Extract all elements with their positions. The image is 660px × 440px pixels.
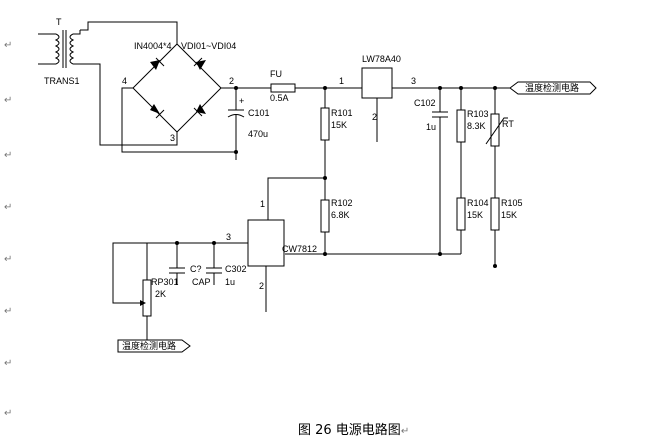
capacitor-c101: + C101 470u: [227, 88, 270, 160]
reg1-pin-2-label: 2: [372, 112, 377, 122]
paragraph-mark: ↵: [4, 40, 13, 51]
r104-ref-label: R104: [467, 198, 489, 208]
input-port-label: 温度检测电路: [122, 340, 176, 351]
resistor-r104: R104 15K: [456, 197, 489, 254]
transformer: T TRANS1: [38, 17, 81, 86]
resistor-r103: R103 8.3K: [456, 88, 489, 198]
thermistor-rt: RT: [485, 88, 514, 198]
r102-ref-label: R102: [331, 198, 353, 208]
c102-value-label: 1u: [426, 122, 436, 132]
reg2-pin-1-label: 1: [260, 199, 265, 209]
reg1-name-label: LW78A40: [362, 54, 401, 64]
c302-value-label: 1u: [225, 277, 235, 287]
paragraph-mark: ↵: [4, 358, 13, 369]
bridge-node-4-label: 4: [122, 76, 127, 86]
r102-value-label: 6.8K: [331, 210, 350, 220]
regulator-lw78a40: LW78A40 2: [361, 54, 401, 142]
potentiometer-rp301: RP301 2K: [140, 277, 179, 340]
rt-ref-label: RT: [502, 119, 514, 129]
c301-value-label: CAP: [192, 277, 211, 287]
c101-value-label: 470u: [248, 129, 268, 139]
bridge-rectifier: IN4004*4 VDI01~VDI04 4 2 3: [122, 41, 236, 143]
reg2-pin-2-label: 2: [259, 281, 264, 291]
bridge-node-3-label: 3: [170, 133, 175, 143]
r103-value-label: 8.3K: [467, 121, 486, 131]
output-port-label: 温度检测电路: [525, 82, 579, 93]
r103-ref-label: R103: [467, 109, 489, 119]
caption-paragraph-mark: ↵: [400, 426, 410, 437]
r101-value-label: 15K: [331, 120, 347, 130]
diode-refs-label: VDI01~VDI04: [181, 41, 236, 51]
bridge-node-2-label: 2: [229, 76, 234, 86]
regulator-cw7812: CW7812 1 3 2: [226, 199, 317, 312]
c301-ref-label: C?: [190, 264, 202, 274]
reg2-pin-3-label: 3: [226, 232, 231, 242]
capacitor-c102: C102 1u: [414, 88, 448, 254]
capacitor-c302: C302 1u: [206, 243, 247, 287]
transformer-ref-label: T: [56, 17, 62, 27]
c302-ref-label: C302: [225, 264, 247, 274]
transformer-name-label: TRANS1: [44, 76, 80, 86]
capacitor-c301: C? CAP: [169, 243, 211, 287]
r104-value-label: 15K: [467, 210, 483, 220]
paragraph-mark: ↵: [4, 408, 13, 419]
resistor-r105: R105 15K: [490, 197, 523, 266]
fuse-fu: FU 0.5A: [270, 69, 296, 103]
c101-plus-label: +: [239, 96, 244, 106]
paragraph-mark: ↵: [4, 306, 13, 317]
fuse-value-label: 0.5A: [270, 93, 289, 103]
output-port-temp-detect: 温度检测电路: [509, 81, 597, 95]
r105-value-label: 15K: [501, 210, 517, 220]
rp301-ref-label: RP301: [151, 277, 179, 287]
r105-ref-label: R105: [501, 198, 523, 208]
rp301-value-label: 2K: [155, 289, 166, 299]
reg2-name-label: CW7812: [282, 244, 317, 254]
c101-ref-label: C101: [248, 108, 270, 118]
paragraph-mark: ↵: [4, 254, 13, 265]
node-3-label: 3: [411, 76, 416, 86]
paragraph-mark: ↵: [4, 202, 13, 213]
diode-model-label: IN4004*4: [134, 41, 172, 51]
figure-caption: 图 26 电源电路图↵: [298, 419, 409, 438]
figure-caption-text: 图 26 电源电路图: [298, 423, 401, 438]
paragraph-mark: ↵: [4, 150, 13, 161]
fuse-ref-label: FU: [270, 69, 282, 79]
paragraph-mark: ↵: [4, 95, 13, 106]
c102-ref-label: C102: [414, 98, 436, 108]
resistor-r101: R101 15K: [320, 88, 353, 200]
r101-ref-label: R101: [331, 108, 353, 118]
resistor-r102: R102 6.8K: [320, 198, 353, 254]
node-1-label: 1: [339, 76, 344, 86]
input-port-temp-detect: 温度检测电路: [117, 339, 191, 353]
